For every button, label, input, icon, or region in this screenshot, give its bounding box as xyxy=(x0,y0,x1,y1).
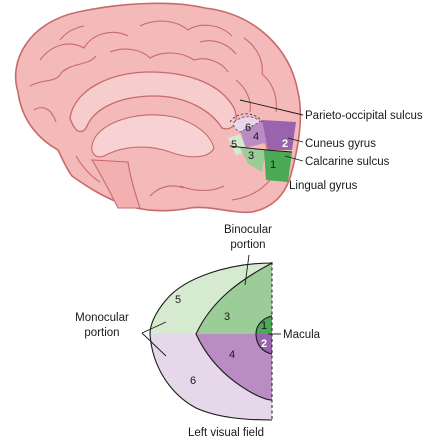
leader-monocular-lower xyxy=(141,332,167,357)
label-monocular-line2: portion xyxy=(84,327,119,339)
field-outer-border xyxy=(149,262,273,421)
field-region-2 xyxy=(256,334,272,354)
corpus-callosum xyxy=(69,71,237,133)
label-binocular-line1: Binocular xyxy=(224,224,272,236)
brain-silhouette xyxy=(14,2,302,214)
field-num-6: 6 xyxy=(190,375,196,387)
label-cuneus-gyrus: Cuneus gyrus xyxy=(305,138,376,150)
label-macula: Macula xyxy=(283,329,321,341)
field-num-5: 5 xyxy=(175,294,181,306)
brain-num-2: 2 xyxy=(282,138,288,150)
field-region-3 xyxy=(196,263,272,334)
label-calcarine-sulcus: Calcarine sulcus xyxy=(305,156,390,168)
brainstem xyxy=(90,159,141,209)
brain-medial-view: 6 4 2 5 3 1 Parieto-occipital sulcus Cun… xyxy=(14,2,423,214)
field-num-1: 1 xyxy=(261,320,267,332)
leader-binocular xyxy=(244,254,250,286)
occipital-regions xyxy=(228,113,296,182)
leader-monocular-upper xyxy=(141,321,167,334)
brain-num-5: 5 xyxy=(231,139,237,151)
leader-parieto-occipital xyxy=(239,99,304,116)
brain-region-2 xyxy=(262,120,296,150)
field-region-4 xyxy=(196,334,272,400)
field-macula-border xyxy=(255,315,273,355)
field-num-3: 3 xyxy=(224,311,230,323)
label-binocular-line2: portion xyxy=(230,239,265,251)
field-binocular-border xyxy=(195,262,273,401)
brain-num-1: 1 xyxy=(270,159,276,171)
leader-cuneus xyxy=(287,137,304,143)
caption-left-visual-field: Left visual field xyxy=(188,427,264,439)
brain-num-4: 4 xyxy=(253,131,259,143)
calcarine-sulcus-line xyxy=(229,145,293,153)
thalamus-outline xyxy=(91,114,215,158)
leader-calcarine xyxy=(284,155,304,162)
visual-field-map: 5 3 1 2 4 6 Binocular portion Monocular … xyxy=(75,224,321,439)
brain-region-6 xyxy=(233,116,261,133)
brain-region-3 xyxy=(240,148,266,172)
field-num-4: 4 xyxy=(229,349,235,361)
brain-num-3: 3 xyxy=(248,150,254,162)
field-num-2: 2 xyxy=(261,338,267,350)
label-monocular-line1: Monocular xyxy=(75,312,129,324)
field-region-1 xyxy=(256,316,272,334)
brain-region-1 xyxy=(264,150,292,182)
brain-num-6: 6 xyxy=(245,122,251,134)
label-lingual-gyrus: Lingual gyrus xyxy=(289,180,358,192)
label-parieto-occipital-sulcus: Parieto-occipital sulcus xyxy=(305,110,423,122)
